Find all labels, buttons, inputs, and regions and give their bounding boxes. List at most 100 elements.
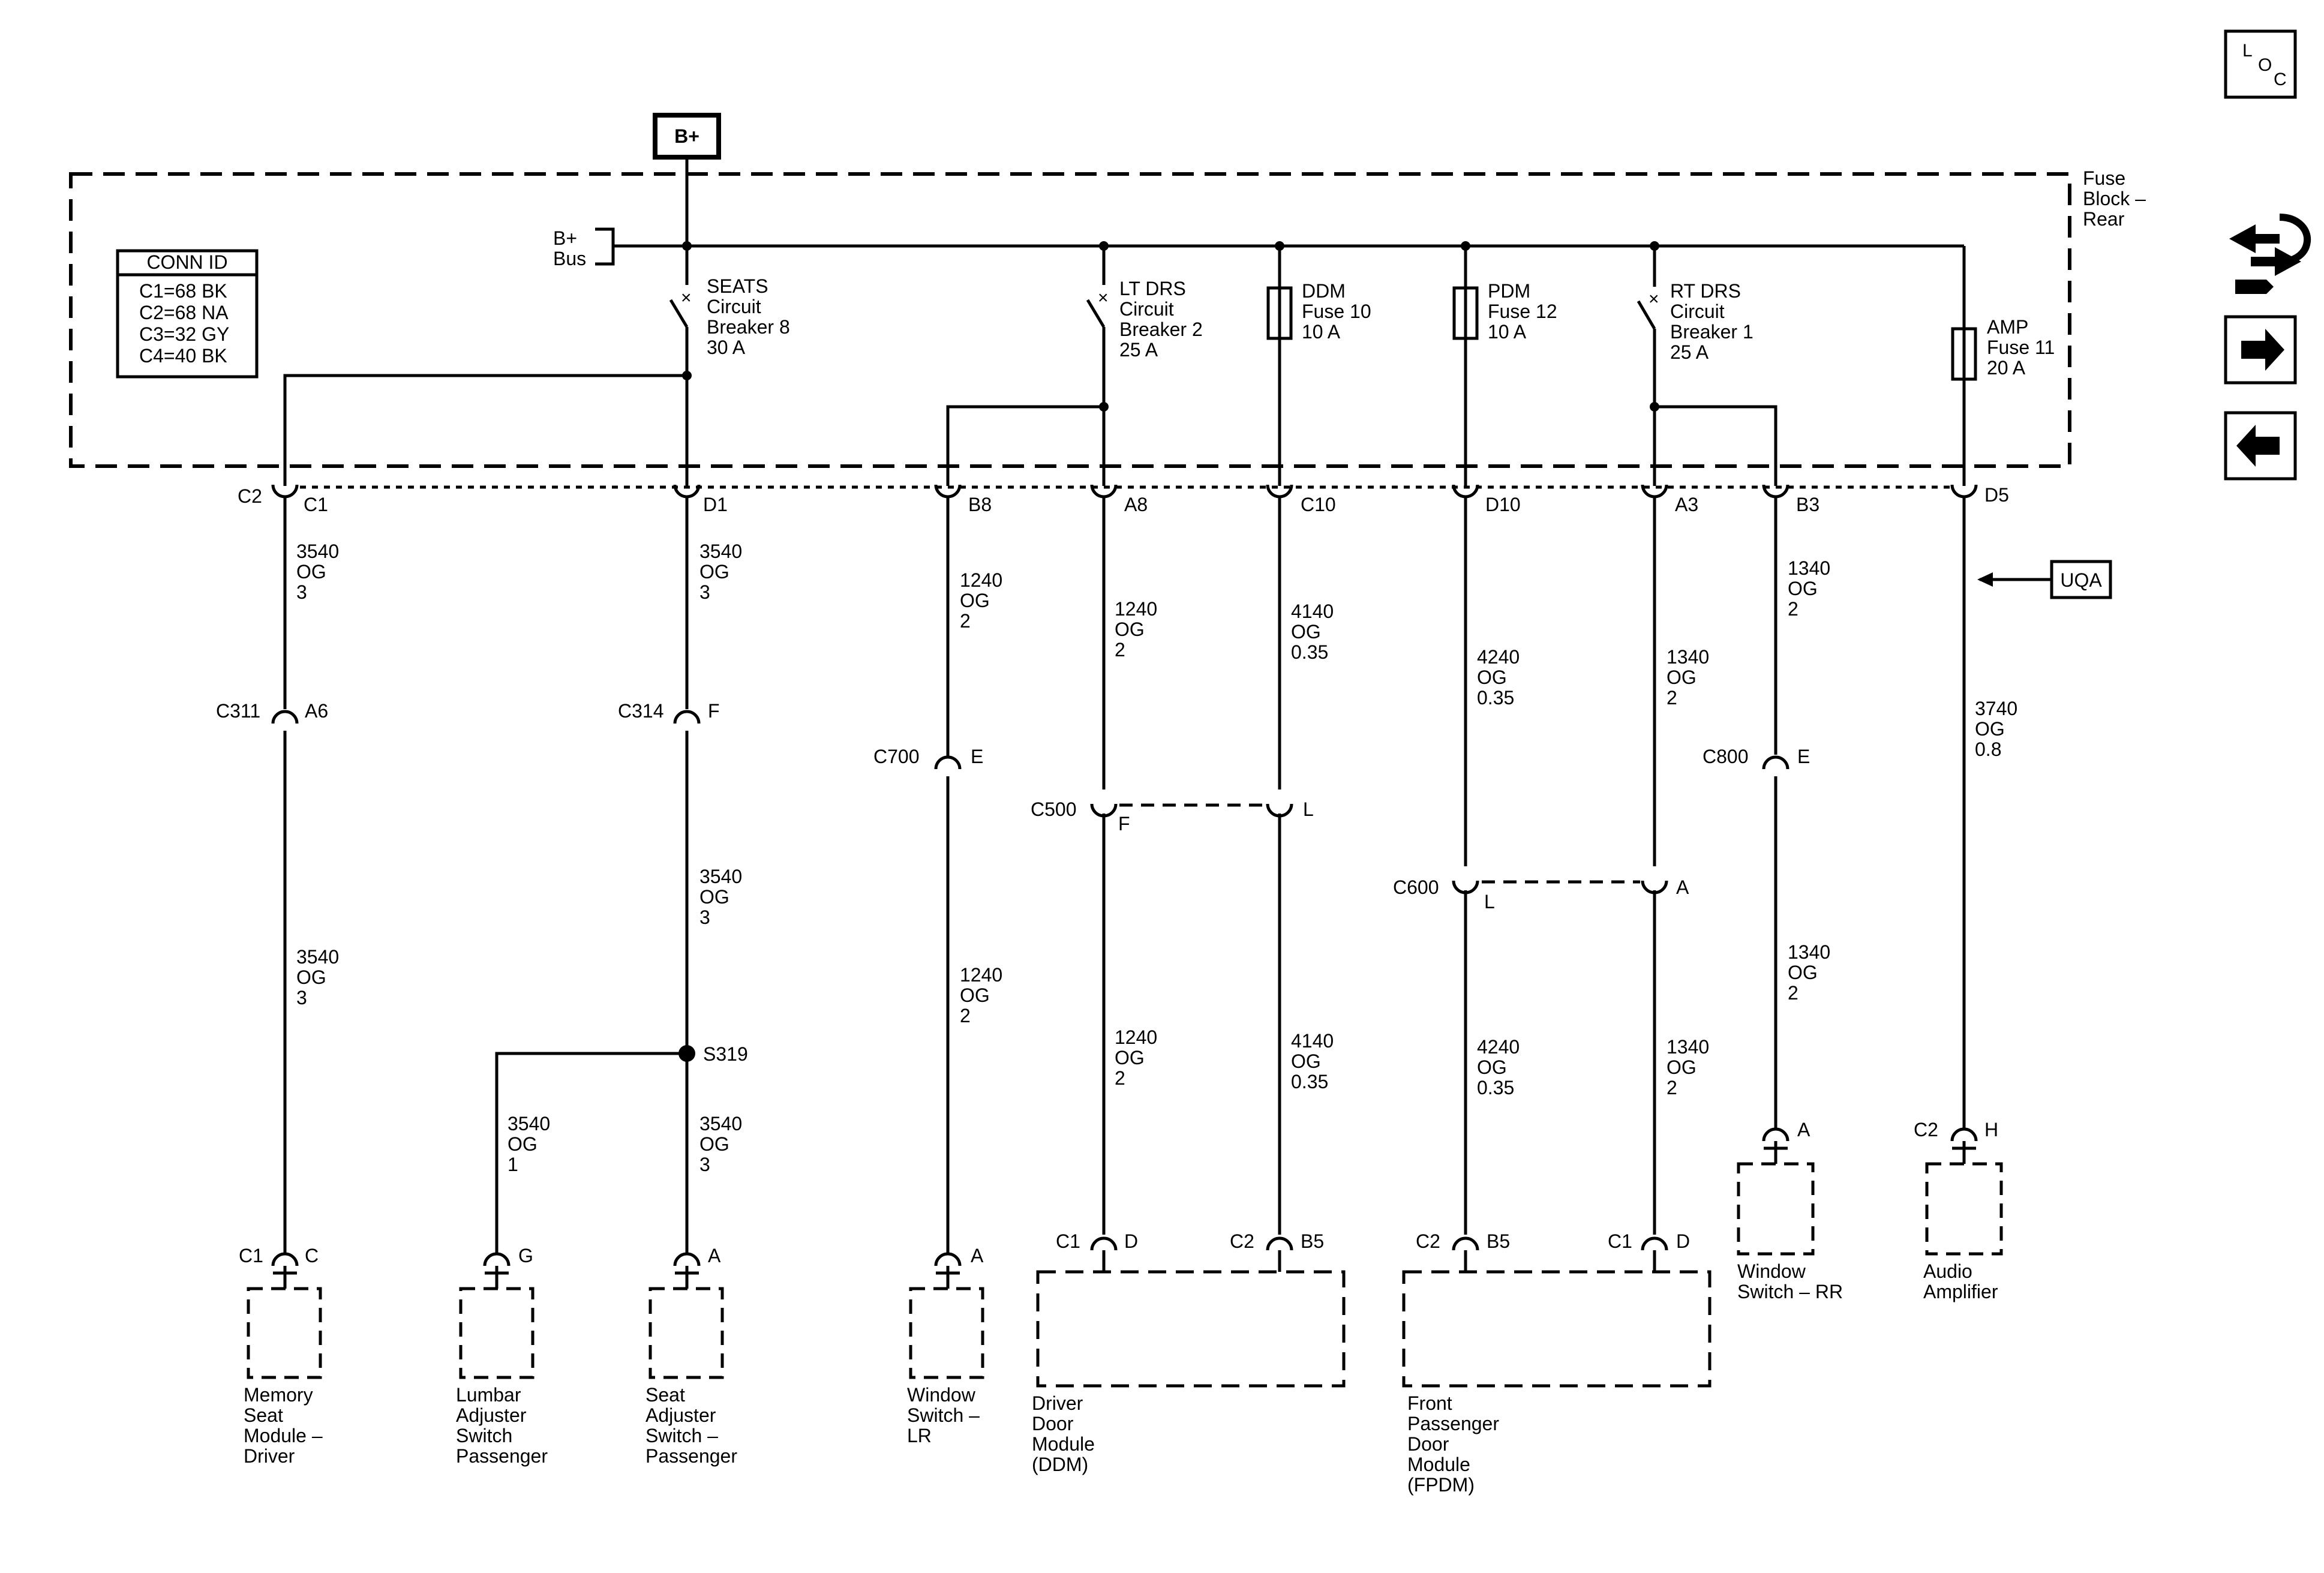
connector-name: C314 bbox=[618, 700, 664, 722]
option-code: UQA bbox=[2060, 569, 2102, 591]
wrench-arrows-icon[interactable] bbox=[2229, 214, 2311, 294]
audio-amplifier-box bbox=[1925, 1162, 2003, 1256]
pin-label: A bbox=[971, 1245, 984, 1266]
pdm-fuse-label: PDM Fuse 12 10 A bbox=[1488, 280, 1563, 343]
next-page-button[interactable] bbox=[2224, 315, 2297, 385]
component-label: Front Passenger Door Module (FPDM) bbox=[1407, 1392, 1505, 1496]
circuit-fpdm: 4240 OG 0.35 1340 OG 2 C600 L A 4240 OG … bbox=[1393, 497, 1715, 1496]
connector-name: C1 bbox=[1608, 1230, 1632, 1252]
conn-id-row: C4=40 BK bbox=[139, 345, 227, 367]
pin-label: L bbox=[1484, 891, 1495, 912]
wire-label: 1340 OG 2 bbox=[1788, 941, 1836, 1004]
pin-label: A bbox=[1676, 876, 1689, 898]
pin-label: A3 bbox=[1675, 494, 1698, 515]
pin-label: E bbox=[971, 746, 983, 767]
connector-name: C500 bbox=[1031, 798, 1077, 820]
connector-name: C800 bbox=[1703, 746, 1749, 767]
pin-label: A8 bbox=[1124, 494, 1148, 515]
ddm-fuse: DDM Fuse 10 10 A bbox=[1266, 246, 1371, 486]
pin-label: F bbox=[708, 700, 720, 722]
connector-name: C311 bbox=[216, 700, 260, 722]
seat-adjuster-switch-box bbox=[648, 1287, 724, 1379]
connector-name: C2 bbox=[1230, 1230, 1254, 1252]
pin-label: B5 bbox=[1487, 1230, 1510, 1252]
pin-label: D bbox=[1124, 1230, 1138, 1252]
lt-drs-breaker-label: LT DRS Circuit Breaker 2 25 A bbox=[1119, 278, 1208, 361]
component-label: Audio Amplifier bbox=[1923, 1260, 1998, 1302]
arrow-right-icon bbox=[2241, 329, 2284, 371]
bus-label: B+ Bus bbox=[553, 227, 586, 269]
pin-label: H bbox=[1984, 1119, 1998, 1140]
wire-label: 1340 OG 2 bbox=[1667, 646, 1715, 709]
fuse-block-label: Fuse Block – Rear bbox=[2083, 167, 2151, 230]
circuit-audio-amp: 3740 OG 0.8 C2 H Audio Amplifier UQA bbox=[1914, 497, 2112, 1302]
pin-label: D1 bbox=[703, 494, 728, 515]
conn-id-row: C2=68 NA bbox=[139, 302, 229, 323]
fuse-block-outline bbox=[69, 172, 2071, 468]
connector-name: C600 bbox=[1393, 876, 1439, 898]
b-plus-bus: B+ Bus bbox=[553, 174, 1964, 269]
pin-label: C bbox=[305, 1245, 319, 1266]
lumbar-switch-box bbox=[459, 1287, 535, 1379]
wire-label: 3740 OG 0.8 bbox=[1975, 698, 2023, 760]
conn-id-title: CONN ID bbox=[146, 251, 227, 273]
pin-label: D5 bbox=[1984, 484, 2009, 506]
wire-label: 4140 OG 0.35 bbox=[1291, 1030, 1339, 1092]
arrow-left-icon bbox=[2236, 425, 2280, 467]
lt-drs-circuit-breaker: × LT DRS Circuit Breaker 2 25 A bbox=[946, 246, 1208, 486]
pin-label: B5 bbox=[1301, 1230, 1324, 1252]
loc-button[interactable]: L O C bbox=[2224, 29, 2297, 99]
connector-name: C2 bbox=[1914, 1119, 1938, 1140]
wire-label: 4240 OG 0.35 bbox=[1477, 646, 1525, 709]
svg-text:×: × bbox=[1649, 289, 1659, 309]
pin-label: B3 bbox=[1796, 494, 1819, 515]
loc-l-letter: L bbox=[2242, 41, 2253, 61]
fuse-block-connector-row: C2 C1 D1 B8 A8 C10 D10 A3 B3 D5 bbox=[238, 484, 2009, 515]
circuit-lumbar: 3540 OG 1 G Lumbar Adjuster Switch Passe… bbox=[456, 1052, 687, 1467]
circuit-ddm: 1240 OG 2 4140 OG 0.35 C500 F L 1240 OG … bbox=[1031, 497, 1346, 1475]
power-source-label: B+ bbox=[674, 125, 699, 147]
pin-label: C10 bbox=[1301, 494, 1336, 515]
wire-label: 3540 OG 3 bbox=[296, 541, 344, 603]
amp-fuse-label: AMP Fuse 11 20 A bbox=[1987, 316, 2060, 379]
pin-label: A6 bbox=[305, 700, 328, 722]
pin-label: D10 bbox=[1485, 494, 1521, 515]
seats-breaker-label: SEATS Circuit Breaker 8 30 A bbox=[707, 275, 795, 358]
prev-page-button[interactable] bbox=[2224, 411, 2297, 481]
memory-seat-module-box bbox=[247, 1287, 322, 1379]
component-label: Seat Adjuster Switch – Passenger bbox=[645, 1384, 737, 1467]
wire-label: 4240 OG 0.35 bbox=[1477, 1036, 1525, 1098]
pin-label: A bbox=[1797, 1119, 1810, 1140]
splice-label: S319 bbox=[703, 1043, 748, 1065]
amp-fuse: AMP Fuse 11 20 A bbox=[1951, 246, 2060, 486]
svg-text:×: × bbox=[681, 288, 692, 308]
pdm-fuse: PDM Fuse 12 10 A bbox=[1452, 246, 1563, 486]
wire-label: 3540 OG 1 bbox=[508, 1113, 556, 1175]
pin-label: E bbox=[1797, 746, 1810, 767]
connector-name: C700 bbox=[873, 746, 920, 767]
rt-drs-breaker-label: RT DRS Circuit Breaker 1 25 A bbox=[1670, 280, 1759, 363]
component-label: Driver Door Module (DDM) bbox=[1032, 1392, 1100, 1475]
loc-o-letter: O bbox=[2258, 55, 2272, 75]
svg-text:×: × bbox=[1098, 288, 1109, 308]
window-switch-rr-box bbox=[1737, 1162, 1815, 1256]
circuit-window-lr: 1240 OG 2 C700 E 1240 OG 2 A Window Swit… bbox=[873, 497, 1002, 1446]
wire-label: 3540 OG 3 bbox=[699, 541, 747, 603]
option-flag-uqa: UQA bbox=[1977, 560, 2112, 599]
component-label: Window Switch – RR bbox=[1737, 1260, 1843, 1302]
pin-label: C1 bbox=[304, 494, 328, 515]
wire-label: 1340 OG 2 bbox=[1667, 1036, 1715, 1098]
pin-label: G bbox=[518, 1245, 533, 1266]
wire-label: 1240 OG 2 bbox=[1115, 1026, 1163, 1089]
wire-label: 3540 OG 3 bbox=[296, 946, 344, 1008]
wire-label: 3540 OG 3 bbox=[699, 1113, 747, 1175]
wire-label: 1340 OG 2 bbox=[1788, 557, 1836, 620]
pin-label: A bbox=[708, 1245, 721, 1266]
connector-name: C1 bbox=[239, 1245, 263, 1266]
power-source: B+ bbox=[653, 113, 721, 174]
connector-name: C1 bbox=[1056, 1230, 1080, 1252]
driver-door-module-box bbox=[1036, 1270, 1346, 1388]
pin-label: L bbox=[1303, 798, 1314, 820]
pin-label: C2 bbox=[238, 485, 262, 507]
